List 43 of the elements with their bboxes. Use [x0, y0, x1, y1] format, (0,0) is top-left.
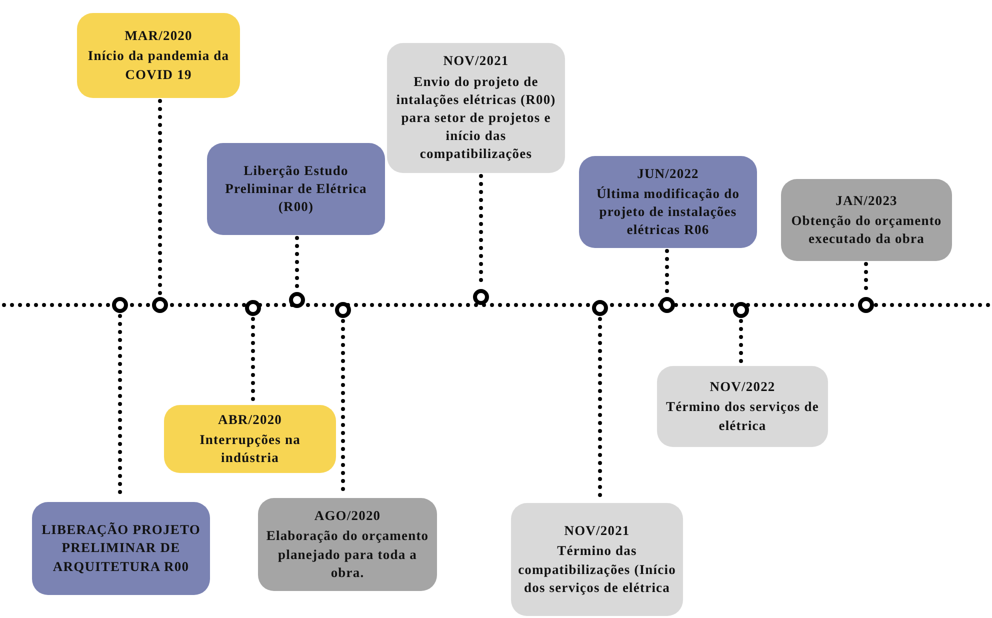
timeline-marker: [733, 302, 749, 318]
event-box: [579, 156, 757, 248]
event-text: Interrupções na indústria: [198, 430, 302, 468]
leader-line: [251, 317, 255, 404]
event-box: [77, 13, 240, 98]
event-box: [164, 405, 336, 473]
timeline-marker: [473, 289, 489, 305]
event-box: [511, 503, 683, 616]
timeline-marker: [245, 300, 261, 316]
timeline-marker: [289, 292, 305, 308]
date-label: AGO/2020: [314, 507, 381, 526]
leader-line: [739, 319, 743, 365]
event-box: [207, 143, 385, 235]
event-text: Liberção Estudo Preliminar de Elétrica (R00): [224, 162, 368, 216]
event-box: [258, 498, 437, 591]
event-text: LIBERAÇÃO PROJETO PRELIMINAR DE ARQUITETURA R00: [40, 521, 202, 576]
date-label: JUN/2022: [637, 164, 699, 183]
timeline-marker: [659, 297, 675, 313]
leader-line: [295, 236, 299, 291]
date-label: NOV/2021: [443, 52, 509, 70]
timeline-marker: [858, 297, 874, 313]
event-text: Início da pandemia da COVID 19: [86, 47, 230, 84]
date-label: JAN/2023: [836, 192, 898, 210]
leader-line: [158, 99, 162, 296]
timeline-marker: [592, 300, 608, 316]
timeline-marker: [152, 297, 168, 313]
date-label: NOV/2022: [710, 378, 776, 396]
event-text: Término das compatibilizações (Início dos serviços de elétrica: [517, 542, 677, 597]
timeline-marker: [112, 297, 128, 313]
timeline-marker: [335, 302, 351, 318]
event-text: Elaboração do orçamento planejado para toda a obra.: [265, 527, 430, 582]
event-box: [781, 179, 952, 261]
leader-line: [665, 249, 669, 296]
date-label: ABR/2020: [218, 410, 282, 429]
event-text: Obtenção do orçamento executado da obra: [790, 212, 943, 248]
event-text: Envio do projeto de intalações elétricas (R00) para setor de projetos e início das compatibilizações: [395, 72, 557, 164]
date-label: NOV/2021: [564, 522, 630, 540]
event-box: [32, 502, 210, 595]
date-label: MAR/2020: [124, 27, 192, 46]
event-text: Última modificação do projeto de instalações elétricas R06: [595, 184, 741, 240]
event-box: [387, 43, 565, 173]
event-box: [657, 366, 828, 447]
event-text: Término dos serviços de elétrica: [665, 398, 820, 435]
